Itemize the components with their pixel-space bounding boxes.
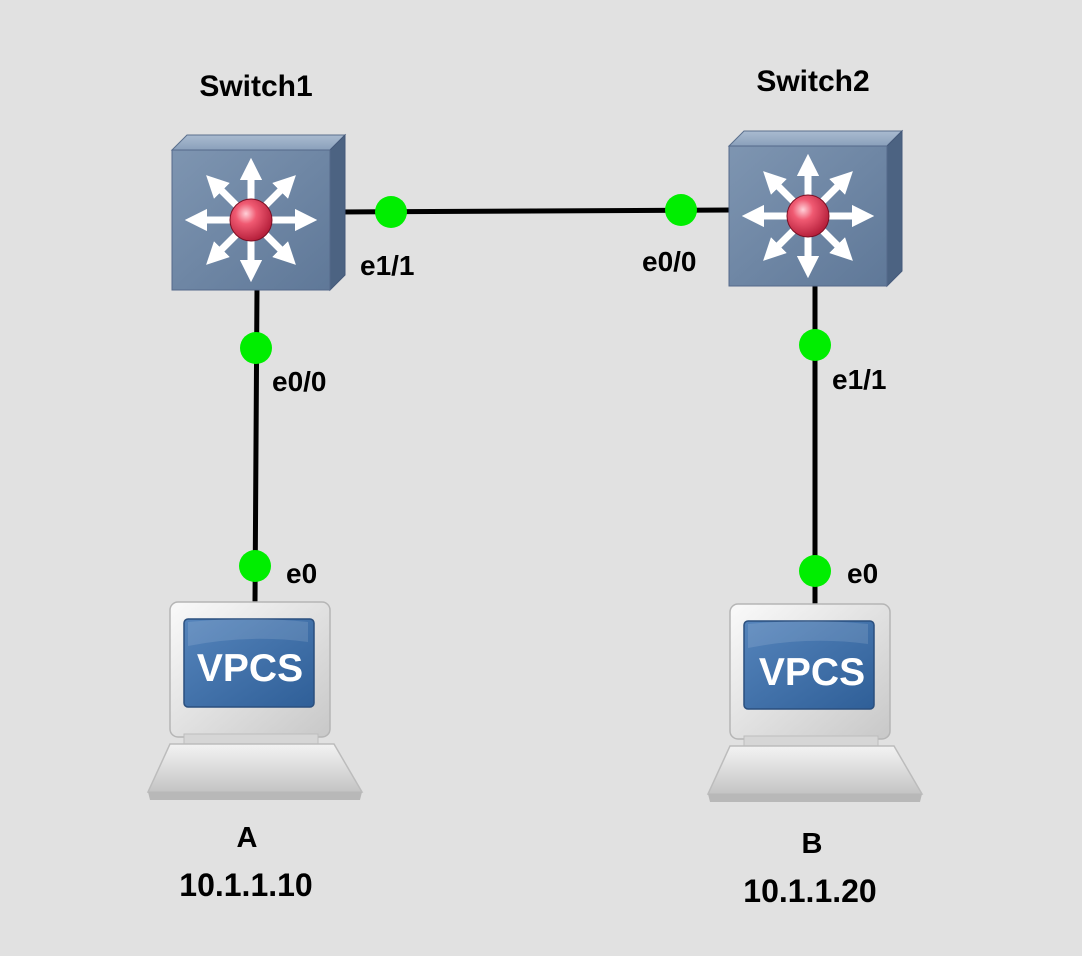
switch2-label: Switch2 — [756, 65, 870, 98]
pc-a-icon[interactable]: VPCS — [147, 601, 363, 801]
port-label-sw1-e1-1: e1/1 — [360, 250, 415, 281]
port-status-sw2-e1-1 — [799, 329, 831, 361]
port-status-b-e0 — [799, 555, 831, 587]
port-status-a-e0 — [239, 550, 271, 582]
port-label-sw2-e1-1: e1/1 — [832, 364, 887, 395]
port-status-sw2-e0-0 — [665, 194, 697, 226]
pc-a-screen-text: VPCS — [197, 647, 303, 690]
switch1-label: Switch1 — [199, 70, 313, 103]
pc-a-name: A — [236, 822, 258, 854]
port-label-a-e0: e0 — [286, 558, 318, 589]
port-label-b-e0: e0 — [847, 558, 879, 589]
port-label-sw1-e0-0: e0/0 — [272, 366, 327, 397]
pc-b-screen-text: VPCS — [759, 651, 865, 694]
pc-b-ip: 10.1.1.20 — [743, 873, 877, 909]
port-status-sw1-e0-0 — [240, 332, 272, 364]
switch1-icon[interactable] — [172, 135, 345, 290]
port-status-sw1-e1-1 — [375, 196, 407, 228]
switch2-icon[interactable] — [729, 131, 902, 286]
pc-a-ip: 10.1.1.10 — [179, 867, 313, 903]
port-label-sw2-e0-0: e0/0 — [642, 246, 697, 277]
pc-b-icon[interactable]: VPCS — [707, 603, 923, 803]
pc-b-name: B — [801, 828, 823, 860]
